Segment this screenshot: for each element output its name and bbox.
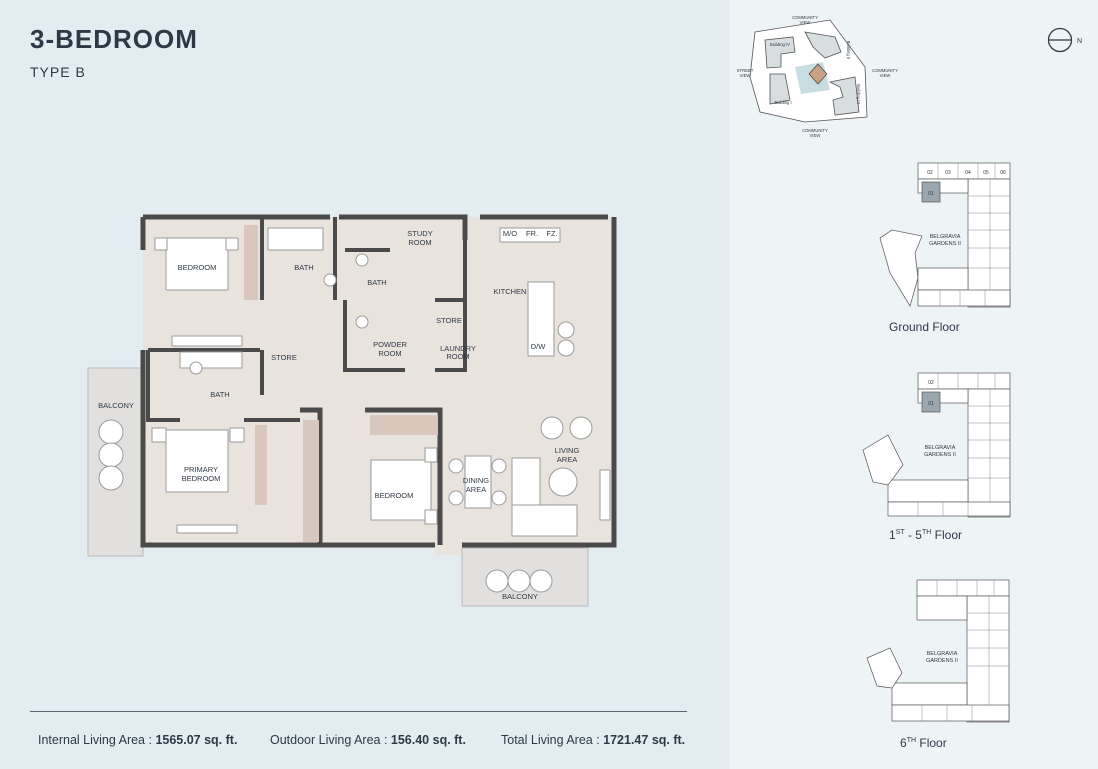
typical-floor-label: 1ST - 5TH Floor [889, 528, 963, 542]
unit-number: 02 [928, 380, 934, 386]
unit-number: 03 [945, 170, 951, 176]
unit-number: 06 [1000, 170, 1006, 176]
site-view-top: VIEW [800, 20, 811, 25]
site-street: STREET [737, 68, 754, 73]
site-community-right: COMMUNITY [872, 68, 898, 73]
north-compass-icon: N [1047, 27, 1082, 53]
unit-highlight: 01 [928, 191, 934, 197]
unit-number: 05 [983, 170, 989, 176]
outdoor-area: Outdoor Living Area : 156.40 sq. ft. [270, 733, 466, 747]
right-panel [730, 0, 1098, 769]
site-building-4: Building IV [770, 42, 790, 47]
label-fz: FZ. [546, 229, 557, 238]
unit-number: 04 [965, 170, 971, 176]
room-study-1: STUDY [407, 229, 432, 238]
unit-number: 02 [927, 170, 933, 176]
footer-divider [30, 711, 687, 712]
room-bedroom-2: BEDROOM [375, 491, 414, 500]
room-store-2: STORE [271, 353, 297, 362]
site-community-bottom: COMMUNITY [802, 128, 828, 133]
sixth-bldg-1: BELGRAVIA [927, 651, 958, 657]
room-bath-2: BATH [367, 278, 386, 287]
room-kitchen: KITCHEN [494, 287, 527, 296]
typical-floor-keyplan: 02 01 BELGRAVIA GARDENS II [862, 372, 1011, 518]
typical-bldg-1: BELGRAVIA [925, 445, 956, 451]
room-dining-1: DINING [463, 476, 489, 485]
page-subtitle: TYPE B [30, 64, 86, 80]
room-bath-3: BATH [210, 390, 229, 399]
label-fr: FR. [526, 229, 538, 238]
room-living-1: LIVING [555, 446, 580, 455]
site-building-2: Building II [846, 41, 851, 59]
site-view-right: VIEW [880, 73, 891, 78]
ground-floor-keyplan: 02 03 04 05 06 01 BELGRAVIA GARDENS II [879, 162, 1011, 308]
ground-floor-label: Ground Floor [889, 320, 960, 334]
sixth-bldg-2: GARDENS II [926, 658, 958, 664]
room-balcony-1: BALCONY [98, 401, 134, 410]
label-mo: M/O [503, 229, 517, 238]
site-building-3: Building III [856, 84, 861, 104]
room-primary-1: PRIMARY [184, 465, 218, 474]
room-dining-2: AREA [466, 485, 486, 494]
floor-plan: BEDROOM BATH BATH STUDY ROOM M/O FR. FZ.… [87, 214, 617, 607]
page-title: 3-BEDROOM [30, 24, 198, 54]
site-community-top: COMMUNITY [792, 15, 818, 20]
ground-bldg-1: BELGRAVIA [930, 234, 961, 240]
site-plan: COMMUNITY VIEW STREET VIEW COMMUNITY VIE… [737, 15, 898, 138]
room-powder-1: POWDER [373, 340, 407, 349]
room-powder-2: ROOM [378, 349, 401, 358]
site-street-view: VIEW [740, 73, 751, 78]
sixth-floor-keyplan: BELGRAVIA GARDENS II [866, 579, 1010, 723]
typical-bldg-2: GARDENS II [924, 452, 956, 458]
ground-bldg-2: GARDENS II [929, 241, 961, 247]
label-dw: D/W [531, 342, 547, 351]
room-store-1: STORE [436, 316, 462, 325]
room-study-2: ROOM [408, 238, 431, 247]
site-view-bottom: VIEW [810, 133, 821, 138]
compass-north-label: N [1077, 38, 1082, 45]
internal-area: Internal Living Area : 1565.07 sq. ft. [38, 733, 238, 747]
room-living-2: AREA [557, 455, 577, 464]
site-building-1: Building I [774, 100, 791, 105]
sixth-floor-label: 6TH Floor [900, 736, 947, 750]
total-area: Total Living Area : 1721.47 sq. ft. [501, 733, 686, 747]
room-primary-2: BEDROOM [182, 474, 221, 483]
room-bedroom-1: BEDROOM [178, 263, 217, 272]
room-bath-1: BATH [294, 263, 313, 272]
room-laundry-1: LAUNDRY [440, 344, 476, 353]
room-laundry-2: ROOM [446, 352, 469, 361]
room-balcony-2: BALCONY [502, 592, 538, 601]
unit-highlight: 01 [928, 401, 934, 407]
